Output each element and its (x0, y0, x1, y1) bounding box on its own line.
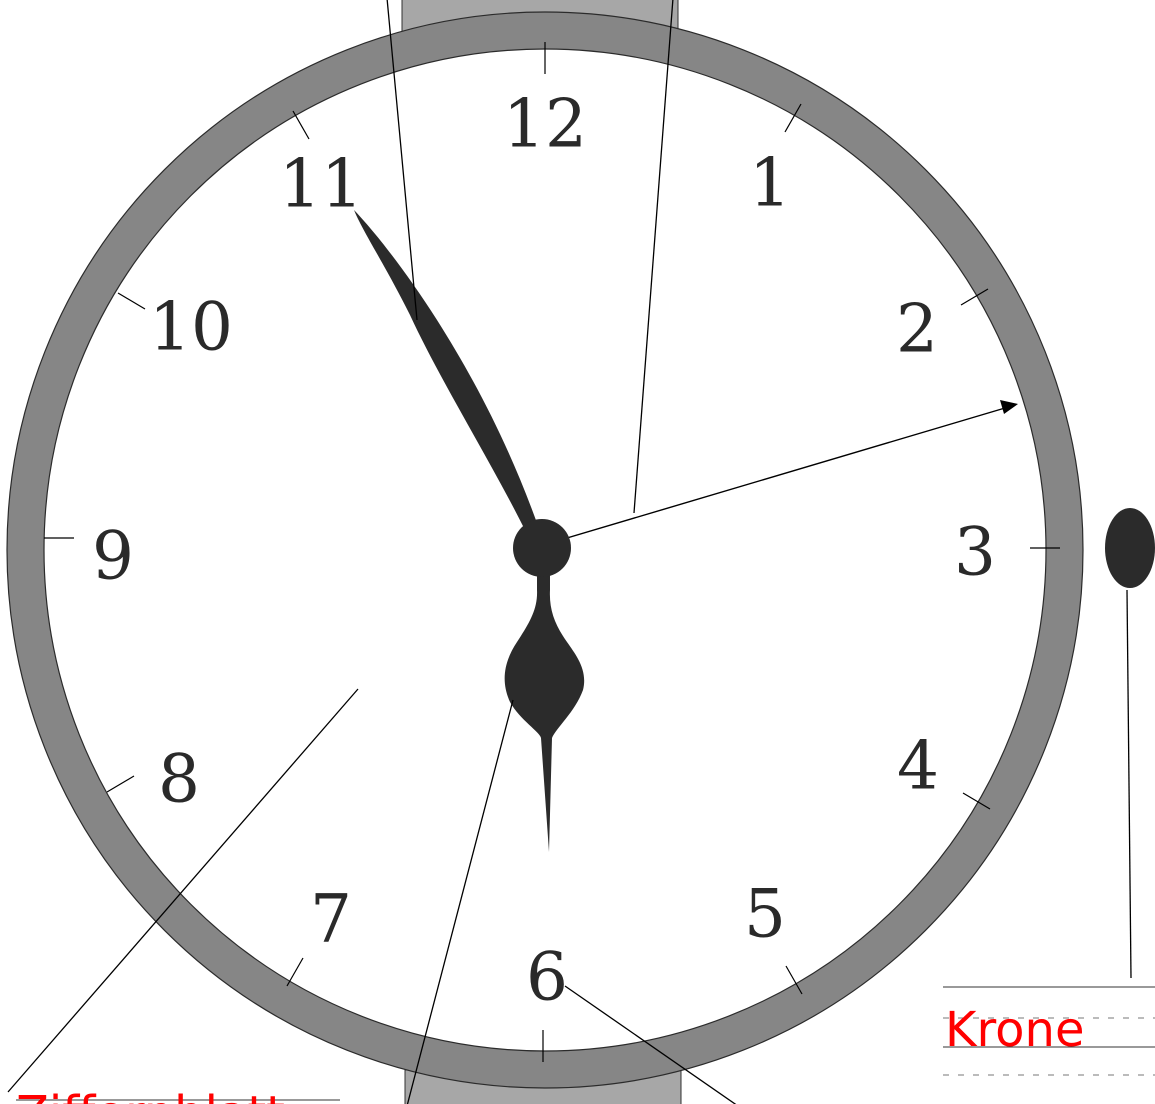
numeral-11: 11 (279, 146, 363, 223)
callout-crown (1127, 590, 1131, 978)
numeral-4: 4 (897, 728, 939, 805)
numeral-10: 10 (149, 289, 233, 366)
numeral-7: 7 (310, 881, 352, 958)
numeral-12: 12 (503, 86, 587, 163)
dial-label: Ziffernblatt (16, 1086, 285, 1104)
numeral-9: 9 (92, 518, 134, 595)
numeral-3: 3 (954, 514, 996, 591)
center-hub (513, 519, 571, 577)
numeral-2: 2 (896, 291, 938, 368)
crown-label: Krone (945, 1002, 1084, 1058)
numeral-1: 1 (749, 145, 791, 222)
crown-knob-icon (1105, 508, 1155, 588)
numeral-6: 6 (526, 939, 568, 1016)
numeral-5: 5 (744, 876, 786, 953)
numeral-8: 8 (158, 741, 200, 818)
